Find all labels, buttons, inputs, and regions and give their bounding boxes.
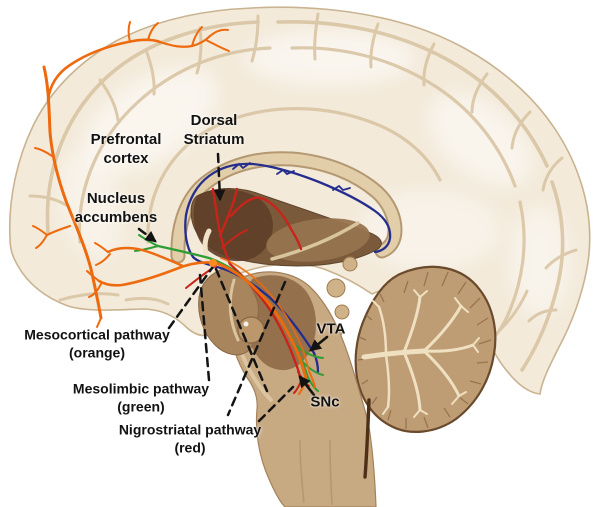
label-snc: SNc bbox=[310, 393, 340, 411]
label-mesolimbic-pathway: Mesolimbic pathway (green) bbox=[72, 380, 210, 414]
arbor-vitae bbox=[361, 289, 480, 418]
dorsal-striatum-leader bbox=[213, 152, 226, 202]
midbrain-leader-a bbox=[214, 267, 269, 393]
mesolimbic-leader bbox=[198, 273, 211, 382]
label-nigrostriatal-pathway: Nigrostriatal pathway (red) bbox=[118, 421, 262, 455]
label-prefrontal-cortex: Prefrontal cortex bbox=[90, 131, 162, 167]
label-dorsal-striatum: Dorsal Striatum bbox=[183, 112, 245, 148]
label-mesocortical-pathway: Mesocortical pathway (orange) bbox=[24, 326, 170, 360]
leader-lines bbox=[137, 152, 295, 423]
mesocortical-leader bbox=[167, 266, 214, 330]
cerebellum-folia bbox=[357, 271, 492, 429]
fornix-line bbox=[270, 221, 360, 261]
fourth-ventricle-groove bbox=[363, 398, 371, 479]
label-nucleus-accumbens: Nucleus accumbens bbox=[74, 190, 158, 226]
solid-arrows bbox=[298, 335, 329, 397]
dorsal-striatum-region bbox=[193, 189, 273, 262]
cerebellum bbox=[354, 265, 497, 433]
nigrostriatal-leader bbox=[257, 385, 295, 423]
gyri-sulci-lines bbox=[28, 12, 578, 372]
cerebrum-shape bbox=[8, 6, 591, 395]
fiber-convergence-knot bbox=[209, 259, 217, 267]
label-vta: VTA bbox=[316, 320, 346, 338]
corpus-callosum bbox=[170, 151, 403, 264]
vta-arrow bbox=[309, 335, 329, 352]
snc-arrow bbox=[298, 375, 316, 397]
midbrain-leader-b bbox=[226, 280, 287, 417]
nucleus-accumbens-leader bbox=[137, 227, 157, 243]
